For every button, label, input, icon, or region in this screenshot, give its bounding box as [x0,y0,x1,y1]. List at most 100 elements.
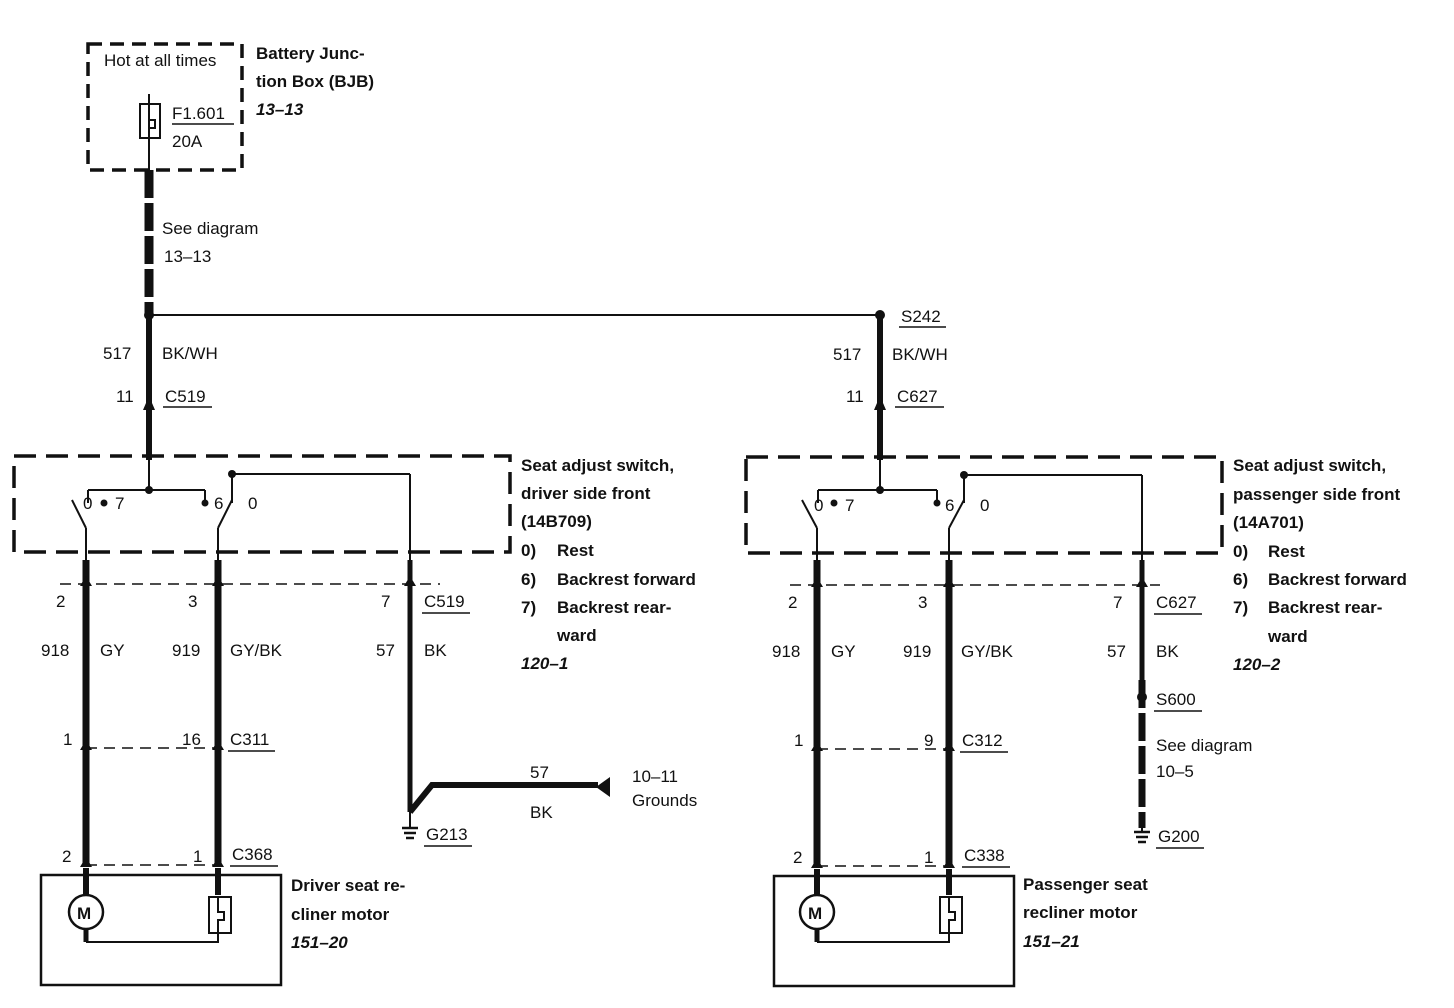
driver-legend-key-2: 7) [521,598,536,617]
circuit-breaker-icon [939,896,963,934]
splice-dot-s242 [875,310,885,320]
fuse-rating: 20A [172,132,203,151]
driver-color-bk: BK [424,641,447,660]
driver-side: 517 BK/WH 11 C519 0 7 6 0 Seat adjust sw… [12,318,697,987]
passenger-splice-s600: S600 [1156,690,1196,709]
passenger-switch-contact-left [801,499,818,529]
battery-junction-box: Hot at all times F1.601 20A Battery Junc… [86,42,374,172]
driver-ground-color: BK [530,803,553,822]
passenger-motor-connector: C338 [964,846,1005,865]
driver-color-gy: GY [100,641,125,660]
driver-motor-title-1: Driver seat re- [291,876,405,895]
passenger-motor-pin-1: 1 [924,848,933,867]
driver-pos-0a: 0 [83,494,92,513]
passenger-side: 517 BK/WH 11 C627 0 7 6 0 Seat adjust sw… [744,318,1407,988]
passenger-pos-6: 6 [945,496,954,515]
fuse-id: F1.601 [172,104,225,123]
driver-legend-cont: ward [556,626,597,645]
passenger-feed-pin: 11 [846,387,864,406]
splice-dot-left [144,310,154,320]
passenger-switch-title-2: passenger side front [1233,485,1401,504]
driver-legend-key-0: 0) [521,541,536,560]
passenger-legend-cont: ward [1267,627,1308,646]
passenger-switch-title-3: (14A701) [1233,513,1304,532]
passenger-switch-title-1: Seat adjust switch, [1233,456,1386,475]
bjb-title-2: tion Box (BJB) [256,72,374,91]
passenger-circuit-918: 918 [772,642,800,661]
passenger-motor-pin-2: 2 [793,848,802,867]
passenger-color-gybk: GY/BK [961,642,1014,661]
passenger-mid-pin-9: 9 [924,731,933,750]
passenger-legend-text-2: Backrest rear- [1268,598,1382,617]
splice-s242: S242 [901,307,941,326]
driver-legend-text-2: Backrest rear- [557,598,671,617]
driver-motor-title-2: cliner motor [291,905,390,924]
ground-icon [1134,828,1150,844]
driver-switch-contact-left [71,499,87,529]
driver-circuit-57: 57 [376,641,395,660]
feed-see-diagram: See diagram [162,219,258,238]
driver-pos-7: 7 [115,494,124,513]
driver-pos-6: 6 [214,494,223,513]
passenger-circuit-57: 57 [1107,642,1126,661]
driver-out-connector: C519 [424,592,465,611]
bjb-ref: 13–13 [256,100,304,119]
driver-switch-title-3: (14B709) [521,512,592,531]
passenger-motor-box [772,874,1016,988]
passenger-legend-key-2: 7) [1233,598,1248,617]
passenger-legend-text-0: Rest [1268,542,1305,561]
passenger-feed-color: BK/WH [892,345,948,364]
driver-switch-title-1: Seat adjust switch, [521,456,674,475]
passenger-switch-ref: 120–2 [1233,655,1281,674]
driver-motor-symbol: M [77,904,91,923]
driver-feed-color: BK/WH [162,344,218,363]
passenger-motor-title-2: recliner motor [1023,903,1138,922]
driver-legend-key-1: 6) [521,570,536,589]
driver-pin-7: 7 [381,592,390,611]
driver-ground-circuit: 57 [530,763,549,782]
passenger-feed-circuit: 517 [833,345,861,364]
driver-motor-box [39,873,283,987]
ground-icon [402,812,418,840]
bjb-hot-label: Hot at all times [104,51,216,70]
driver-mid-connector: C311 [230,730,269,749]
passenger-legend-key-0: 0) [1233,542,1248,561]
driver-circuit-919: 919 [172,641,200,660]
passenger-pos-0b: 0 [980,496,989,515]
driver-motor-connector: C368 [232,845,273,864]
driver-feed-pin: 11 [116,387,134,406]
circuit-breaker-icon [208,896,232,934]
bjb-title-1: Battery Junc- [256,44,365,63]
driver-switch-contact-right [217,499,233,529]
driver-ground-ref-1: 10–11 [632,767,678,786]
feed-see-ref: 13–13 [164,247,211,266]
driver-pin-2: 2 [56,592,65,611]
passenger-switch-box [744,455,1224,555]
passenger-ground: G200 [1158,827,1200,846]
passenger-color-gy: GY [831,642,856,661]
passenger-mid-pin-1: 1 [794,731,803,750]
passenger-legend-text-1: Backrest forward [1268,570,1407,589]
passenger-legend-key-1: 6) [1233,570,1248,589]
driver-color-gybk: GY/BK [230,641,283,660]
driver-legend-text-1: Backrest forward [557,570,696,589]
driver-motor-pin-1: 1 [193,847,202,866]
passenger-switch-contact-right [948,499,965,529]
passenger-pin-2: 2 [788,593,797,612]
passenger-pin-3: 3 [918,593,927,612]
passenger-circuit-919: 919 [903,642,931,661]
driver-mid-pin-1: 1 [63,730,72,749]
driver-switch-title-2: driver side front [521,484,651,503]
driver-motor-pin-2: 2 [62,847,71,866]
passenger-motor-title-1: Passenger seat [1023,875,1148,894]
driver-switch-ref: 120–1 [521,654,568,673]
driver-ground-ref-2: Grounds [632,791,697,810]
passenger-out-connector: C627 [1156,593,1197,612]
passenger-see-diagram: See diagram [1156,736,1252,755]
driver-legend-text-0: Rest [557,541,594,560]
driver-ground: G213 [426,825,468,844]
driver-motor-ref: 151–20 [291,933,348,952]
driver-pin-3: 3 [188,592,197,611]
driver-switch-box [12,454,512,554]
